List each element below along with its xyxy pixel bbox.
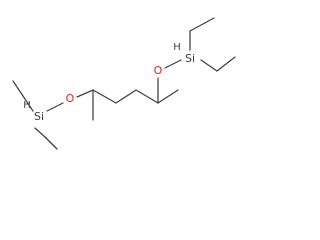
bond-c3-c4	[115, 89, 137, 104]
bond-si-left-o-left	[46, 102, 64, 112]
bond-c4-c5	[135, 89, 159, 104]
molecule-diagram: H Si O O H Si	[12, 17, 236, 150]
bond-c5-methyl	[157, 89, 179, 104]
bond-c2-c3	[92, 89, 117, 104]
silicon-label-left: Si	[34, 110, 44, 123]
oxygen-label-right: O	[154, 64, 163, 77]
bond-si-left-ethyl-upper-b	[12, 80, 24, 97]
bond-si-right-ethyl-lower-b	[216, 56, 236, 72]
bond-si-right-ethyl-lower-a	[200, 59, 218, 72]
bond-si-left-ethyl-lower-b	[44, 136, 58, 150]
bond-si-left-ethyl-upper-a	[22, 95, 34, 112]
hydrogen-label-right: H	[173, 42, 181, 53]
bond-o-right-si-right	[164, 59, 182, 69]
oxygen-label-left: O	[66, 92, 75, 105]
bond-si-left-ethyl-lower-a	[34, 127, 46, 138]
silicon-label-right: Si	[185, 52, 195, 65]
molecule-svg: H Si O O H Si	[12, 17, 236, 150]
bond-o-left-c2	[76, 89, 94, 98]
hydrogen-label-left: H	[23, 100, 31, 111]
bond-si-right-ethyl-upper-b	[189, 17, 215, 32]
